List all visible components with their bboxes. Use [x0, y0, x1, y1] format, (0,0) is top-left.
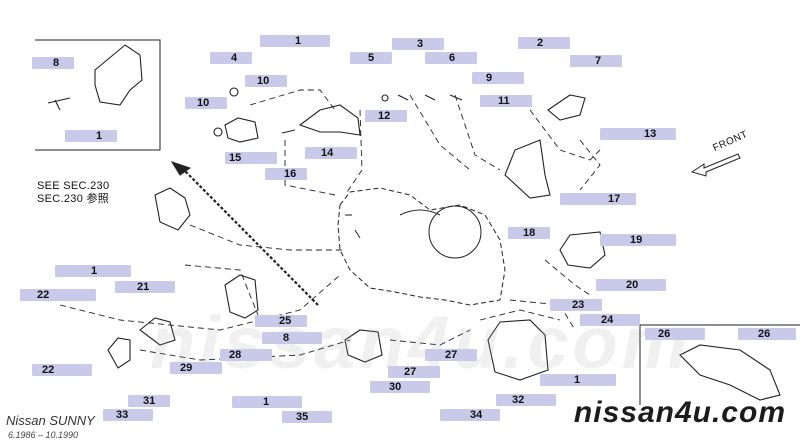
callout-10-right[interactable]: 10	[245, 75, 287, 87]
callout-10-left[interactable]: 10	[185, 97, 227, 109]
front-arrow-icon	[690, 153, 741, 177]
reference-line-2: SEC.230 参照	[37, 193, 110, 205]
callout-27-left[interactable]: 27	[388, 366, 440, 378]
callout-5[interactable]: 5	[350, 52, 392, 64]
callout-18[interactable]: 18	[508, 227, 550, 239]
callout-7[interactable]: 7	[570, 55, 622, 67]
callout-8-mid[interactable]: 8	[262, 332, 322, 344]
callout-8-top-left[interactable]: 8	[32, 57, 74, 69]
callout-1-top[interactable]: 1	[260, 35, 330, 47]
callout-22-top[interactable]: 22	[20, 289, 96, 301]
site-watermark: nissan4u.com	[573, 396, 786, 429]
callout-9[interactable]: 9	[472, 72, 524, 84]
callout-31[interactable]: 31	[128, 395, 170, 407]
callout-25[interactable]: 25	[255, 315, 307, 327]
callout-23[interactable]: 23	[550, 299, 602, 311]
reference-note: SEE SEC.230 SEC.230 参照	[37, 180, 109, 206]
engine-detail	[345, 209, 441, 239]
engine-outline	[337, 187, 506, 306]
callout-26-left[interactable]: 26	[645, 328, 705, 340]
callout-12[interactable]: 12	[365, 110, 407, 122]
callout-32[interactable]: 32	[496, 394, 556, 406]
callout-16[interactable]: 16	[265, 168, 307, 180]
callout-15[interactable]: 15	[225, 152, 277, 164]
callout-1-bottom-right[interactable]: 1	[540, 374, 616, 386]
callout-33[interactable]: 33	[103, 409, 153, 421]
callout-1-bottom-left[interactable]: 1	[232, 396, 302, 408]
callout-22-bottom[interactable]: 22	[32, 364, 92, 376]
callout-24[interactable]: 24	[580, 314, 640, 326]
callout-20[interactable]: 20	[596, 279, 666, 291]
callout-6[interactable]: 6	[425, 52, 477, 64]
callout-2[interactable]: 2	[518, 37, 570, 49]
callout-17[interactable]: 17	[560, 193, 636, 205]
inset-box-top-left	[35, 39, 161, 151]
callout-27-right[interactable]: 27	[425, 349, 477, 361]
callout-14[interactable]: 14	[305, 147, 357, 159]
engine-pulley	[428, 205, 482, 259]
callout-34[interactable]: 34	[440, 409, 500, 421]
date-range: 6.1986 – 10.1990	[8, 430, 79, 440]
callout-30[interactable]: 30	[370, 381, 430, 393]
callout-1-top-left[interactable]: 1	[65, 130, 117, 142]
callout-19[interactable]: 19	[600, 234, 676, 246]
callout-29[interactable]: 29	[170, 362, 222, 374]
inset-box-bottom-right	[639, 324, 800, 405]
callout-1-left[interactable]: 1	[55, 265, 131, 277]
callout-28[interactable]: 28	[220, 349, 272, 361]
callout-35[interactable]: 35	[282, 411, 332, 423]
callout-4[interactable]: 4	[210, 52, 252, 64]
callout-13[interactable]: 13	[600, 128, 676, 140]
callout-26-right[interactable]: 26	[738, 328, 796, 340]
callout-11[interactable]: 11	[480, 95, 532, 107]
reference-line-1: SEE SEC.230	[37, 180, 110, 192]
callout-21[interactable]: 21	[115, 281, 175, 293]
callout-3[interactable]: 3	[392, 38, 444, 50]
diagram-title: Nissan SUNNY	[6, 413, 95, 428]
